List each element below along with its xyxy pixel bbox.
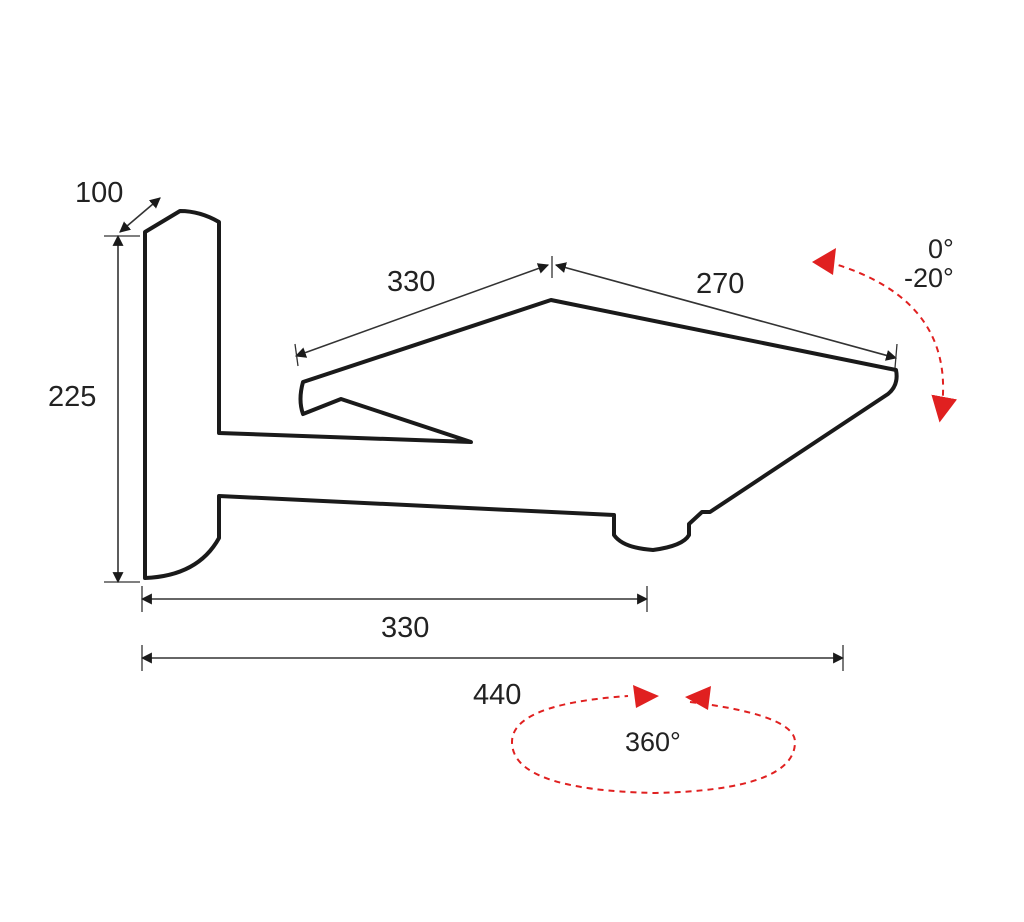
upper-arm-extension — [294, 343, 299, 367]
wall-plate-depth-label: 100 — [75, 177, 123, 209]
upper-arm-dimension-line — [294, 263, 550, 358]
mount-outline — [143, 209, 899, 580]
wall-plate-and-lower-arm — [143, 209, 899, 580]
depth-dimension-line — [119, 197, 161, 233]
swivel-arrow-head-right — [685, 686, 711, 710]
swivel-arrow-head-left — [633, 685, 659, 708]
swivel-indicator: 360° — [510, 685, 797, 795]
forearm-extension — [894, 343, 898, 369]
tilt-arc-arrow — [827, 261, 957, 423]
upper-arm-label: 330 — [387, 266, 435, 298]
tilt-max-label: 0° — [928, 234, 954, 264]
swivel-label: 360° — [625, 727, 681, 757]
total-reach-label: 440 — [473, 679, 521, 711]
tilt-arrow-head-top — [812, 248, 836, 275]
swivel-ellipse-arc — [510, 695, 797, 795]
tilt-min-label: -20° — [904, 263, 954, 293]
dimension-lines — [104, 197, 898, 671]
tilt-indicator: 0° -20° — [812, 234, 957, 423]
forearm-dimension-line — [554, 262, 898, 361]
wall-plate-height-label: 225 — [48, 381, 96, 413]
dimension-labels: 100 225 330 270 330 440 — [48, 177, 744, 711]
lower-arm-reach-label: 330 — [381, 612, 429, 644]
forearm-label: 270 — [696, 268, 744, 300]
